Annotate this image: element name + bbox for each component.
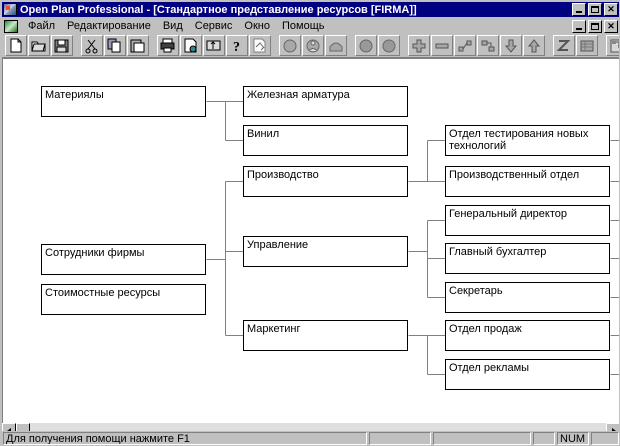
node-label: Материялы: [45, 89, 104, 101]
node-label: Производственный отдел: [449, 169, 580, 181]
arrow-down-icon[interactable]: [500, 35, 522, 56]
node-otdel-reklamy[interactable]: Отдел рекламы: [445, 359, 610, 390]
context-help-icon[interactable]: [249, 35, 271, 56]
open-folder-icon[interactable]: [28, 35, 50, 56]
new-file-icon[interactable]: [5, 35, 27, 56]
node-label: Отдел рекламы: [449, 362, 530, 374]
step-link-icon[interactable]: [477, 35, 499, 56]
menu-item-view[interactable]: Вид: [162, 20, 183, 32]
copy-icon[interactable]: [104, 35, 126, 56]
mdi-close-icon: ✕: [607, 20, 615, 31]
node-label: Винил: [247, 128, 280, 140]
print-icon[interactable]: [157, 35, 179, 56]
node-stoimostnye-resursy[interactable]: Стоимостные ресурсы: [41, 284, 206, 315]
close-icon: ✕: [607, 4, 615, 14]
title-bar: Open Plan Professional - [Стандартное пр…: [2, 2, 619, 17]
node-label: Секретарь: [449, 285, 503, 297]
node-sekretar[interactable]: Секретарь: [445, 282, 610, 313]
sort-icon[interactable]: [203, 35, 225, 56]
status-panel-4: [533, 432, 555, 445]
node-proizvodstvenny-otdel[interactable]: Производственный отдел: [445, 166, 610, 197]
circle-filled-2-icon[interactable]: [378, 35, 400, 56]
menu-bar: Файл Редактирование Вид Сервис Окно Помо…: [2, 18, 619, 34]
node-upravlenie[interactable]: Управление: [243, 236, 408, 267]
node-label: Отдел тестирования новых технологий: [449, 128, 589, 152]
node-vinil[interactable]: Винил: [243, 125, 408, 156]
node-label: Железная арматура: [247, 89, 350, 101]
open-plan-icon: [3, 3, 17, 16]
node-label: Стоимостные ресурсы: [45, 287, 161, 299]
menu-item-edit[interactable]: Редактирование: [67, 20, 151, 32]
svg-text:?: ?: [233, 40, 240, 54]
node-materialy[interactable]: Материялы: [41, 86, 206, 117]
connector-lines: [206, 101, 619, 375]
status-panel-3: [433, 432, 531, 445]
node-glavny-buhgalter[interactable]: Главный бухгалтер: [445, 243, 610, 274]
arrow-up-icon[interactable]: [523, 35, 545, 56]
node-label: Управление: [247, 239, 309, 251]
save-disk-icon[interactable]: [51, 35, 73, 56]
resource-tree-canvas: Материялы Железная арматура Винил Отдел …: [3, 59, 619, 423]
node-marketing[interactable]: Маркетинг: [243, 320, 408, 351]
help-question-icon[interactable]: ?: [226, 35, 248, 56]
node-label: Маркетинг: [247, 323, 301, 335]
toolbar: ?: [2, 34, 619, 58]
menu-item-tools[interactable]: Сервис: [194, 20, 233, 32]
diagram-client-area[interactable]: Материялы Железная арматура Винил Отдел …: [2, 58, 619, 423]
trapezoid-shape-icon[interactable]: [325, 35, 347, 56]
node-proizvodstvo[interactable]: Производство: [243, 166, 408, 197]
node-label: Сотрудники фирмы: [45, 247, 145, 259]
minus-remove-icon[interactable]: [431, 35, 453, 56]
menu-item-file[interactable]: Файл: [28, 20, 56, 32]
layout-icon[interactable]: [606, 35, 619, 56]
menu-item-window[interactable]: Окно: [244, 20, 270, 32]
status-panel-2: [369, 432, 431, 445]
node-generalny-direktor[interactable]: Генеральный директор: [445, 205, 610, 236]
document-icon[interactable]: [4, 19, 18, 33]
ellipse-shape-icon[interactable]: [279, 35, 301, 56]
menu-item-help[interactable]: Помощь: [281, 20, 325, 32]
close-button[interactable]: ✕: [604, 3, 618, 16]
grid-view-icon[interactable]: [576, 35, 598, 56]
node-label: Главный бухгалтер: [449, 246, 547, 258]
paste-icon[interactable]: [127, 35, 149, 56]
window-title: Open Plan Professional - [Стандартное пр…: [20, 3, 417, 16]
node-zheleznaya-armatura[interactable]: Железная арматура: [243, 86, 408, 117]
minimize-button[interactable]: [572, 3, 586, 16]
plus-add-icon[interactable]: [408, 35, 430, 56]
mdi-child-controls: ✕: [572, 19, 619, 33]
status-hint: Для получения помощи нажмите F1: [3, 432, 367, 445]
status-num-indicator: NUM: [557, 432, 589, 445]
link-icon[interactable]: [454, 35, 476, 56]
zigzag-icon[interactable]: [553, 35, 575, 56]
node-label: Отдел продаж: [449, 323, 522, 335]
status-bar: Для получения помощи нажмите F1 NUM: [2, 431, 619, 445]
node-label: Генеральный директор: [449, 208, 567, 220]
window-controls: ✕: [572, 3, 619, 16]
cut-scissors-icon[interactable]: [81, 35, 103, 56]
mdi-restore-button[interactable]: [588, 19, 602, 33]
mdi-minimize-button[interactable]: [572, 19, 586, 33]
circle-filled-icon[interactable]: [355, 35, 377, 56]
status-panel-6: [591, 432, 619, 445]
node-otdel-prodazh[interactable]: Отдел продаж: [445, 320, 610, 351]
print-preview-icon[interactable]: [180, 35, 202, 56]
mdi-close-button[interactable]: ✕: [604, 19, 618, 33]
restore-button[interactable]: [588, 3, 602, 16]
node-sotrudniki-firmy[interactable]: Сотрудники фирмы: [41, 244, 206, 275]
node-otdel-testirovaniya[interactable]: Отдел тестирования новых технологий: [445, 125, 610, 156]
resource-person-icon[interactable]: [302, 35, 324, 56]
node-label: Производство: [247, 169, 319, 181]
